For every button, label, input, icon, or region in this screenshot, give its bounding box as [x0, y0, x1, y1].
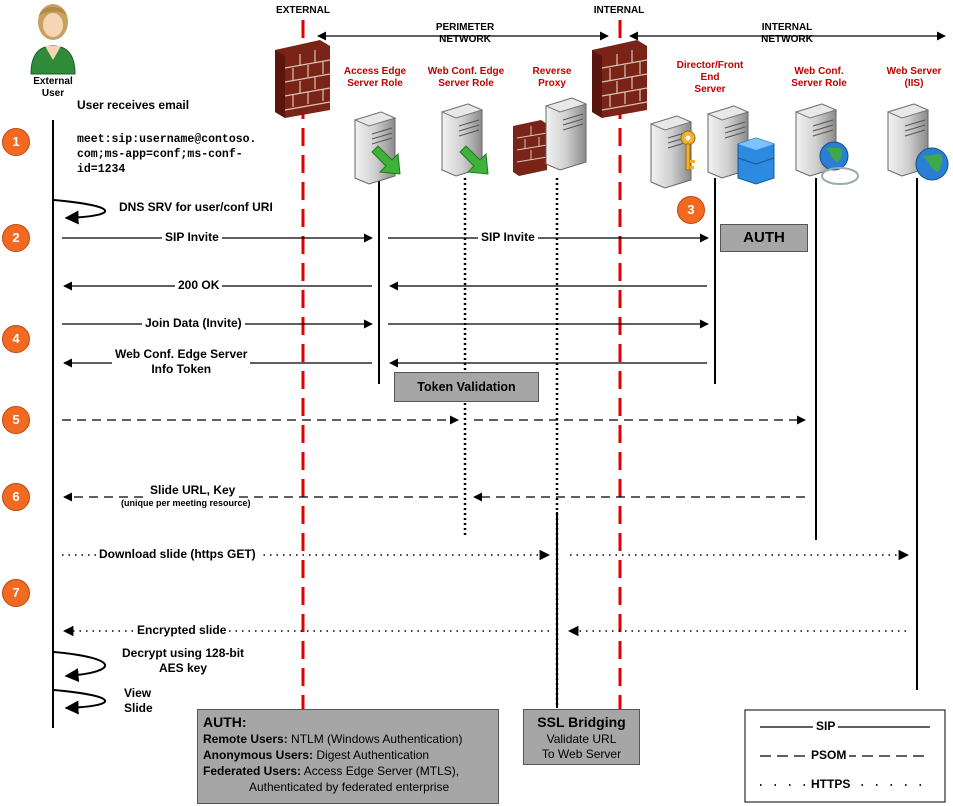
decrypt-self-loop [53, 651, 106, 683]
database-icon [737, 137, 775, 185]
auth-note-fed-text: Access Edge Server (MTLS), [301, 764, 460, 778]
legend-https-label: HTTPS [808, 777, 854, 792]
actor-external-user: External User [33, 76, 73, 99]
ssl-bridging-line1: Validate URL [546, 732, 617, 746]
ssl-bridging-box: SSL Bridging Validate URL To Web Server [523, 709, 640, 765]
server-icon-reverse-proxy [544, 97, 588, 171]
auth-note-fed-text2: Authenticated by federated enterprise [249, 780, 450, 794]
sip-invite-label-2: SIP Invite [478, 230, 538, 245]
download-label: Download slide (https GET) [96, 547, 259, 562]
firewall-icon-external [275, 40, 331, 118]
auth-note-anon-text: Digest Authentication [313, 748, 430, 762]
auth-note-fed: Federated Users: Access Edge Server (MTL… [203, 763, 493, 779]
firewall-icon-internal [592, 40, 648, 118]
slide-url-note: (unique per meeting resource) [119, 498, 253, 508]
globe-icon-web-conf [819, 141, 859, 185]
step-6-badge: 6 [2, 483, 30, 511]
firewall-icon-proxy [513, 120, 548, 176]
zone-perimeter-label: PERIMETER NETWORK [435, 22, 495, 45]
server-icon-director-1 [649, 115, 693, 189]
email-text: User receives email [77, 98, 190, 112]
slide-url-label: Slide URL, Key [147, 483, 239, 498]
zone-internal-network-label: INTERNAL NETWORK [761, 22, 813, 45]
actor-web-conf-edge: Web Conf. Edge Server Role [427, 66, 505, 89]
info-token-label: Web Conf. Edge Server Info Token [112, 347, 251, 377]
user-icon [30, 4, 76, 75]
step-5-badge: 5 [2, 406, 30, 434]
view-label: View Slide [124, 686, 153, 715]
auth-box: AUTH [720, 224, 808, 252]
join-data-label: Join Data (Invite) [142, 316, 245, 331]
decrypt-label: Decrypt using 128-bit AES key [122, 646, 245, 675]
server-icon-access-edge [353, 111, 397, 185]
actor-director: Director/Front End Server [676, 60, 744, 95]
legend-sip-label: SIP [813, 719, 839, 734]
ok-label: 200 OK [175, 278, 223, 293]
dns-label: DNS SRV for user/conf URI [119, 200, 273, 214]
auth-note-fed-label: Federated Users: [203, 764, 302, 778]
actor-access-edge: Access Edge Server Role [343, 66, 407, 89]
actor-web-conf-server: Web Conf. Server Role [791, 66, 847, 89]
actor-reverse-proxy: Reverse Proxy [532, 66, 572, 89]
actor-web-server: Web Server (IIS) [886, 66, 942, 89]
dns-self-loop [53, 199, 106, 225]
step-3-badge: 3 [677, 196, 705, 224]
ssl-bridging-title: SSL Bridging [537, 714, 626, 730]
step-1-badge: 1 [2, 128, 30, 156]
zone-external-label: EXTERNAL [276, 5, 330, 16]
auth-note-remote-text: NTLM (Windows Authentication) [287, 732, 463, 746]
token-validation-box: Token Validation [394, 372, 539, 402]
auth-note-anon: Anonymous Users: Digest Authentication [203, 747, 493, 763]
arrow-icon-access-edge [371, 145, 401, 175]
step-2-badge: 2 [2, 224, 30, 252]
auth-note-box: AUTH: Remote Users: NTLM (Windows Authen… [197, 709, 499, 804]
ssl-bridging-line2: To Web Server [541, 747, 622, 761]
auth-note-remote-label: Remote Users: [203, 732, 288, 746]
view-self-loop [53, 689, 106, 715]
meeting-uri: meet:sip:username@contoso. com;ms-app=co… [77, 133, 257, 176]
step-7-badge: 7 [2, 579, 30, 607]
globe-icon-web-server [915, 147, 949, 181]
encrypted-label: Encrypted slide [134, 623, 230, 638]
auth-note-title: AUTH: [203, 714, 247, 730]
arrow-icon-web-conf-edge [459, 145, 489, 175]
auth-note-remote: Remote Users: NTLM (Windows Authenticati… [203, 731, 493, 747]
key-icon [680, 130, 696, 171]
legend-psom-label: PSOM [808, 748, 850, 763]
zone-internal-label: INTERNAL [593, 5, 645, 16]
auth-note-anon-label: Anonymous Users: [203, 748, 314, 762]
sip-invite-label-1: SIP Invite [162, 230, 222, 245]
step-4-badge: 4 [2, 325, 30, 353]
